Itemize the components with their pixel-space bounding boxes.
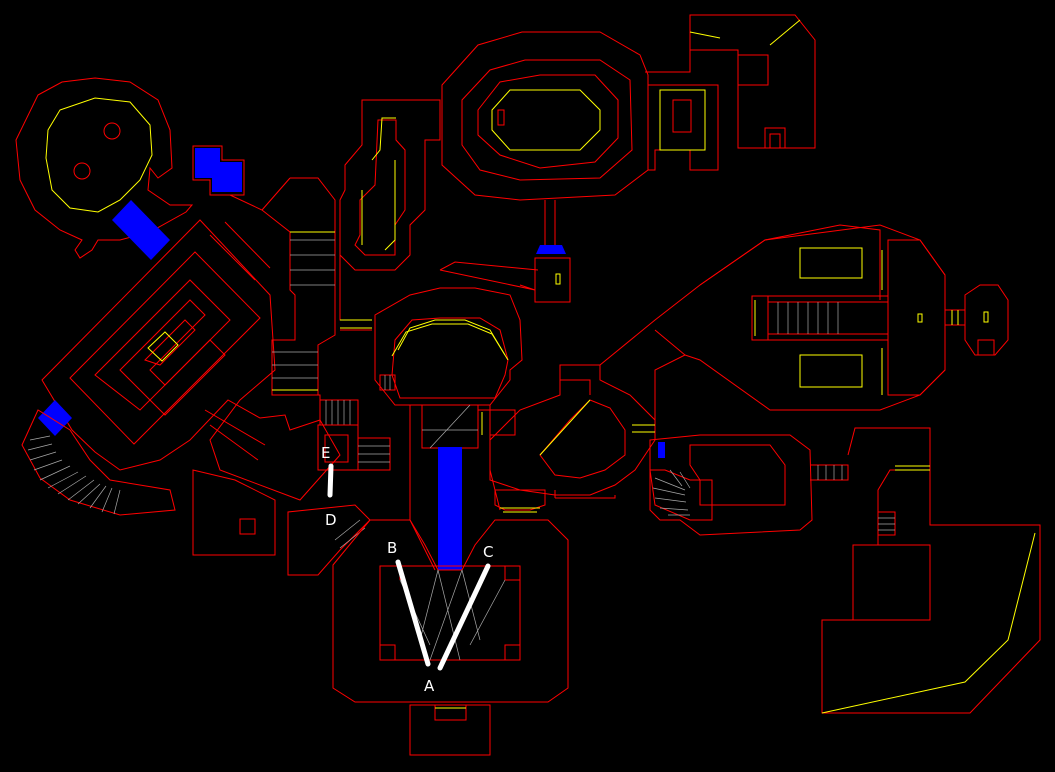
north-corridor <box>339 99 441 331</box>
spiral-maze <box>41 219 341 501</box>
route-markers: A B C D E <box>321 444 493 695</box>
central-east <box>489 224 881 536</box>
small-pillar <box>239 518 256 535</box>
southwest-room <box>192 469 276 556</box>
marker-label-c: C <box>483 543 493 561</box>
liquid-pool <box>536 245 566 254</box>
dome-room <box>374 287 523 571</box>
east-building <box>684 224 1009 411</box>
liquid-channel <box>438 447 462 570</box>
route-line-a-c <box>437 563 491 671</box>
liquid-pool <box>195 148 242 192</box>
skull-cave <box>15 77 194 259</box>
west-corridor <box>229 177 391 576</box>
route-line-a-b <box>395 559 431 667</box>
northeast-building <box>645 14 816 171</box>
marker-label-a: A <box>424 677 435 695</box>
route-line-e-d <box>327 463 334 498</box>
liquid-pool <box>112 200 170 260</box>
marker-label-b: B <box>387 539 397 557</box>
west-stairs <box>21 409 176 516</box>
southeast-building <box>821 427 1041 714</box>
liquid-pool <box>658 442 665 458</box>
liquid-pool <box>38 400 72 436</box>
marker-label-d: D <box>325 511 337 529</box>
marker-label-e: E <box>321 444 330 462</box>
ring-room <box>439 31 649 303</box>
